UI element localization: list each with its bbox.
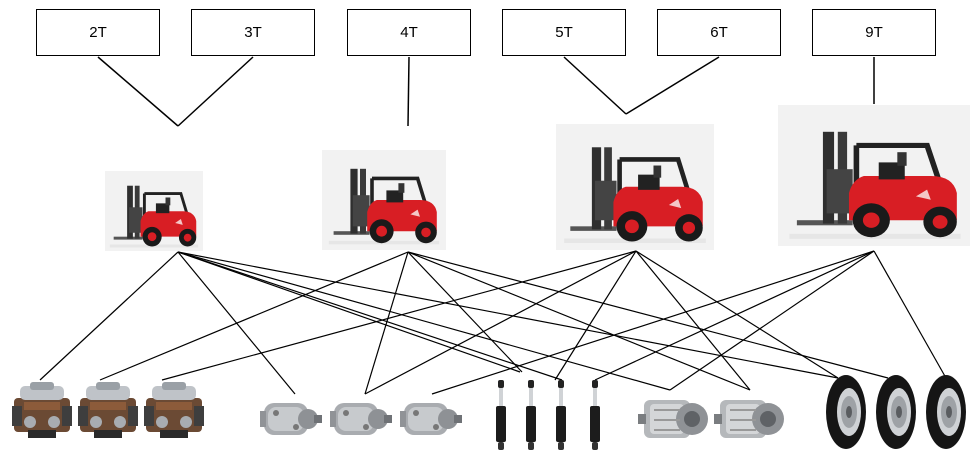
forklift-2t-image — [105, 171, 203, 251]
hydraulic-pump-icon — [330, 403, 392, 435]
hydraulic-cylinder-icon — [590, 380, 600, 450]
capacity-label: 2T — [89, 24, 107, 41]
transmission-icon — [637, 399, 709, 439]
capacity-connectors — [97, 56, 875, 127]
capacity-label: 9T — [865, 24, 883, 41]
capacity-box-2t: 2T — [36, 9, 160, 56]
forklift-9t-image — [778, 105, 970, 246]
capacity-label: 5T — [555, 24, 573, 41]
transmission-group — [637, 399, 785, 439]
hydraulic-cylinder-icon — [556, 380, 566, 450]
hydraulic-pump-icon — [260, 403, 322, 435]
engine-icon — [78, 382, 138, 438]
capacity-box-9t: 9T — [812, 9, 936, 56]
hydraulic-cylinder-icon — [496, 380, 506, 450]
hydraulic-pump-group — [260, 403, 462, 435]
hydraulic-cylinder-icon — [526, 380, 536, 450]
capacity-label: 3T — [244, 24, 262, 41]
capacity-box-5t: 5T — [502, 9, 626, 56]
engine-icon — [144, 382, 204, 438]
engine-icon — [12, 382, 72, 438]
hydraulic-cylinder-group — [496, 380, 600, 450]
tire-icon — [876, 375, 916, 449]
capacity-box-3t: 3T — [191, 9, 315, 56]
capacity-box-4t: 4T — [347, 9, 471, 56]
component-connectors — [39, 250, 947, 395]
forklift-5-6t-image — [556, 124, 714, 250]
tire-group — [826, 375, 966, 449]
engine-group — [12, 382, 204, 438]
tire-icon — [926, 375, 966, 449]
tire-icon — [826, 375, 866, 449]
capacity-label: 4T — [400, 24, 418, 41]
transmission-icon — [713, 399, 785, 439]
hydraulic-pump-icon — [400, 403, 462, 435]
capacity-box-6t: 6T — [657, 9, 781, 56]
capacity-label: 6T — [710, 24, 728, 41]
forklift-3-4t-image — [322, 150, 446, 250]
